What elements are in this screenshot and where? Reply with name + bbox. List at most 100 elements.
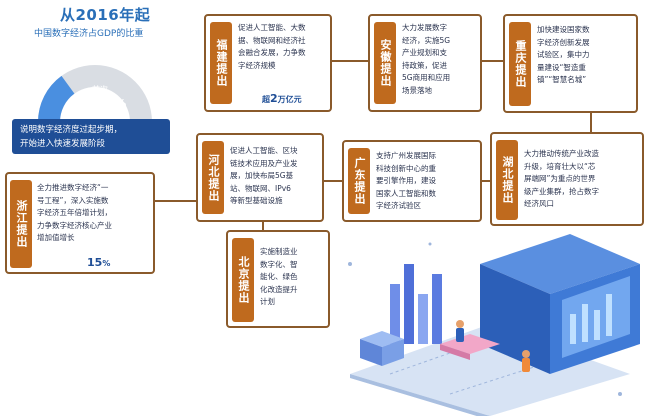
particle <box>618 392 622 396</box>
bar-block <box>432 274 442 344</box>
text-zhejiang: 全力推进数字经济“一 号工程”，深入实施数 字经济五年倍增计划， 力争数字经济核… <box>37 182 112 245</box>
conclusion-line-1: 说明数字经济度过起步期， <box>20 125 123 135</box>
bar-block <box>404 264 414 344</box>
main-title: 从2016年起 <box>60 6 151 24</box>
text-line: 加快建设国家数 <box>537 25 590 34</box>
person-body <box>522 358 530 372</box>
connector-beijing <box>262 220 264 230</box>
text-line: 级产业集群，抢占数字 <box>524 186 599 196</box>
text-line: 促进人工智能、大数 <box>238 23 306 32</box>
bar <box>606 294 612 336</box>
particle <box>348 262 352 266</box>
text-line: 屏端网”为重点的世界 <box>524 174 596 183</box>
text-line: 升级，培育壮大以“芯 <box>524 161 596 171</box>
text-line: 镇”“智慧名城” <box>537 75 587 84</box>
card-beijing: 北京提出 实施制造业 数字化、智 能化、绿色 化改造提升 计划 <box>226 230 330 328</box>
stat-value-number: 30% <box>100 97 127 110</box>
text-line: 字经济创新发展 <box>537 37 590 47</box>
text-anhui: 大力发展数字 经济，实施5G 产业规划和支 持政策，促进 5G商用和应用 场景落… <box>402 22 450 97</box>
emph-zhejiang: 15% <box>87 256 110 269</box>
subtitle: 中国数字经济占GDP的比重 <box>34 29 144 39</box>
card-zhejiang: 浙江提出 全力推进数字经济“一 号工程”，深入实施数 字经济五年倍增计划， 力争… <box>5 172 155 274</box>
tag-fujian: 福建提出 <box>210 22 232 104</box>
device-top <box>480 234 640 294</box>
bar <box>570 314 576 344</box>
donut-chart <box>30 40 160 122</box>
text-line: 计划 <box>260 297 275 306</box>
particle <box>428 242 432 246</box>
text-line: 号工程”，深入实施数 <box>37 195 109 205</box>
emph-suffix: 万亿元 <box>277 95 302 104</box>
text-line: 大力发展数字 <box>402 23 447 32</box>
text-line: 据、物联网和经济社 <box>238 35 306 45</box>
text-line: 支持广州发展国际 <box>376 151 436 160</box>
chip-side <box>440 344 470 360</box>
emph-prefix: 超 <box>262 95 270 104</box>
text-line: 字经济试验区 <box>376 201 421 210</box>
text-hebei: 促进人工智能、区块 链技术应用及产业发 展，加快布局5G基 站、物联网、IPv6… <box>230 145 298 208</box>
text-line: 5G商用和应用 <box>402 73 451 82</box>
tag-beijing: 北京提出 <box>232 238 254 322</box>
text-line: 促进人工智能、区块 <box>230 146 298 155</box>
text-line: 要引擎作用，建设 <box>376 176 436 185</box>
tag-anhui: 安徽提出 <box>374 22 396 104</box>
stat-value: 超过30% <box>84 97 126 110</box>
text-line: 站、物联网、IPv6 <box>230 183 291 193</box>
stat-label: 首次 <box>92 85 108 94</box>
text-line: 经济，实施5G <box>402 35 451 45</box>
tag-guangdong: 广东提出 <box>348 148 370 214</box>
text-line: 试验区，集中力 <box>537 50 590 59</box>
card-chongqing: 重庆提出 加快建设国家数 字经济创新发展 试验区，集中力 量建设“智造重 镇”“… <box>503 14 638 113</box>
text-line: 字经济五年倍增计划， <box>37 208 112 217</box>
text-line: 等新型基础设施 <box>230 196 283 205</box>
conclusion-box: 说明数字经济度过起步期， 开始进入快速发展阶段 <box>12 119 170 154</box>
text-fujian: 促进人工智能、大数 据、物联网和经济社 会融合发展，力争数 字经济规模 <box>238 22 306 72</box>
text-line: 会融合发展，力争数 <box>238 48 306 57</box>
isometric-illustration <box>330 224 650 416</box>
connector-right <box>590 113 592 133</box>
text-guangdong: 支持广州发展国际 科技创新中心的重 要引擎作用，建设 国家人工智能和数 字经济试… <box>376 150 436 213</box>
text-chongqing: 加快建设国家数 字经济创新发展 试验区，集中力 量建设“智造重 镇”“智慧名城” <box>537 24 590 87</box>
tag-hubei: 湖北提出 <box>496 140 518 220</box>
person-body <box>456 328 464 342</box>
stat-value-prefix: 超过 <box>84 100 100 109</box>
text-line: 链技术应用及产业发 <box>230 158 298 168</box>
text-line: 字经济规模 <box>238 60 276 70</box>
text-line: 化改造提升 <box>260 284 298 294</box>
text-line: 能化、绿色 <box>260 272 298 281</box>
connector-top <box>480 60 505 62</box>
conclusion-line-2: 开始进入快速发展阶段 <box>20 139 106 149</box>
donut-fill <box>38 75 75 122</box>
person-head <box>522 350 530 358</box>
bar <box>594 310 600 340</box>
text-line: 大力推动传统产业改造 <box>524 149 599 158</box>
emph-value: 2 <box>270 92 278 105</box>
platform-left <box>350 374 490 416</box>
device-left <box>480 264 550 374</box>
text-line: 实施制造业 <box>260 247 298 256</box>
text-line: 力争数字经济核心产业 <box>37 220 112 230</box>
platform-top <box>350 324 630 416</box>
tag-chongqing: 重庆提出 <box>509 22 531 106</box>
bar <box>582 304 588 342</box>
text-beijing: 实施制造业 数字化、智 能化、绿色 化改造提升 计划 <box>260 246 298 309</box>
connector-left <box>150 200 198 202</box>
text-line: 科技创新中心的重 <box>376 163 436 173</box>
tag-hebei: 河北提出 <box>202 141 224 214</box>
bar-block <box>418 294 428 344</box>
person-head <box>456 320 464 328</box>
text-line: 产业规划和支 <box>402 48 447 57</box>
cube-left <box>360 339 382 366</box>
connector-mid <box>480 180 492 182</box>
card-anhui: 安徽提出 大力发展数字 经济，实施5G 产业规划和支 持政策，促进 5G商用和应… <box>368 14 482 112</box>
text-line: 增加值增长 <box>37 233 75 242</box>
text-line: 国家人工智能和数 <box>376 188 436 198</box>
card-hebei: 河北提出 促进人工智能、区块 链技术应用及产业发 展，加快布局5G基 站、物联网… <box>196 133 324 222</box>
text-line: 经济风口 <box>524 199 554 208</box>
connector-mid <box>322 180 342 182</box>
bar-block <box>390 284 400 344</box>
text-line: 全力推进数字经济“一 <box>37 183 109 192</box>
tag-zhejiang: 浙江提出 <box>10 180 32 268</box>
text-line: 展，加快布局5G基 <box>230 171 294 180</box>
donut-track <box>38 65 152 122</box>
